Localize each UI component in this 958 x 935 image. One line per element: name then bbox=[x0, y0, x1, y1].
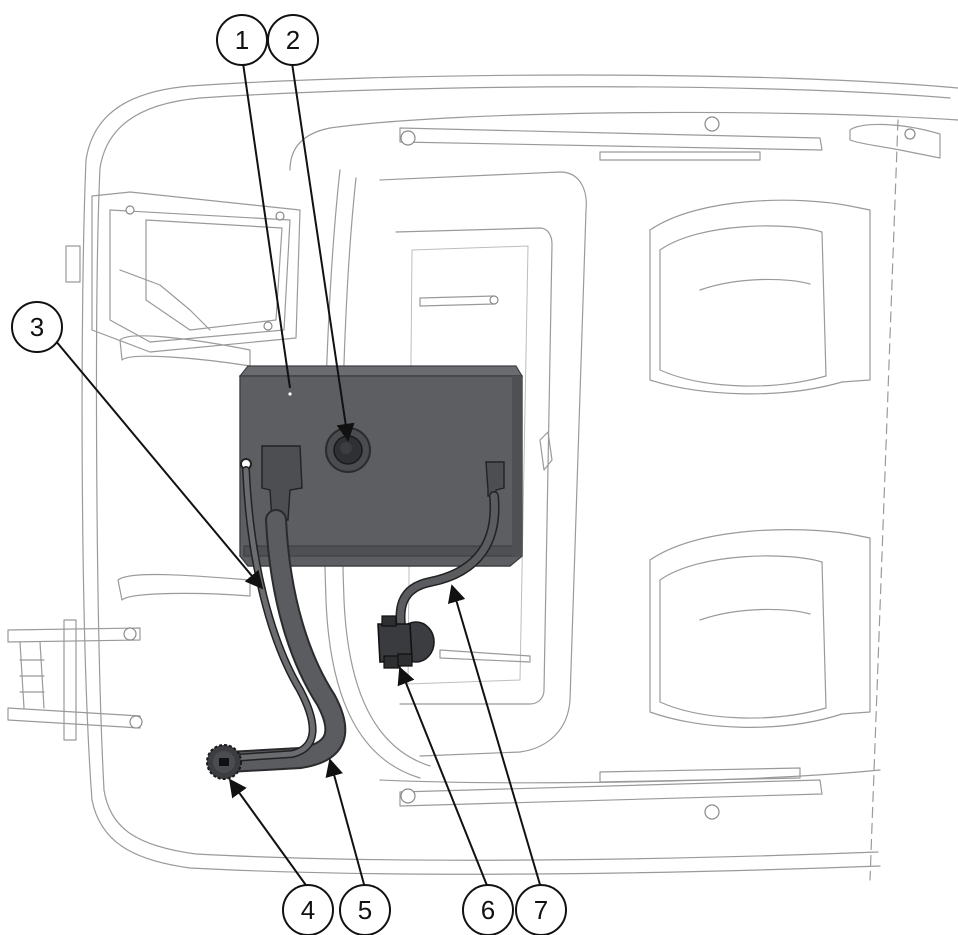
svg-text:6: 6 bbox=[481, 895, 495, 925]
leader-4 bbox=[228, 778, 309, 889]
svg-text:7: 7 bbox=[534, 895, 548, 925]
callout-1: 1 bbox=[216, 14, 268, 66]
fuel-tank bbox=[238, 365, 524, 567]
svg-text:1: 1 bbox=[235, 25, 249, 55]
callout-6: 6 bbox=[462, 884, 514, 935]
seat-upper bbox=[649, 199, 871, 395]
upper-rail bbox=[399, 116, 941, 161]
fuel-valve bbox=[377, 615, 435, 669]
console-hardware bbox=[419, 295, 553, 663]
callout-2: 2 bbox=[267, 14, 319, 66]
svg-text:2: 2 bbox=[286, 25, 300, 55]
leader-lines bbox=[54, 62, 542, 889]
deck-fitting bbox=[206, 744, 242, 780]
leader-1 bbox=[242, 62, 291, 389]
callout-7: 7 bbox=[515, 884, 567, 935]
seat-lower bbox=[649, 529, 871, 728]
leader-6 bbox=[397, 666, 489, 889]
leader-7 bbox=[447, 584, 542, 889]
leader-2 bbox=[291, 62, 355, 442]
callout-4: 4 bbox=[282, 884, 334, 935]
leader-3 bbox=[54, 339, 264, 590]
boarding-ladder bbox=[7, 619, 143, 741]
bow-rail bbox=[117, 335, 251, 601]
callout-3: 3 bbox=[11, 301, 63, 353]
vent-hose bbox=[228, 458, 317, 762]
leader-5 bbox=[325, 758, 366, 889]
svg-text:3: 3 bbox=[30, 312, 44, 342]
hatch-upper-left bbox=[65, 191, 301, 353]
fill-hose bbox=[217, 445, 347, 773]
callouts: 1 2 3 4 5 6 7 bbox=[11, 14, 567, 935]
lower-rail bbox=[399, 767, 823, 820]
svg-text:5: 5 bbox=[358, 895, 372, 925]
fuel-line bbox=[395, 491, 500, 637]
svg-text:4: 4 bbox=[301, 895, 315, 925]
callout-5: 5 bbox=[339, 884, 391, 935]
